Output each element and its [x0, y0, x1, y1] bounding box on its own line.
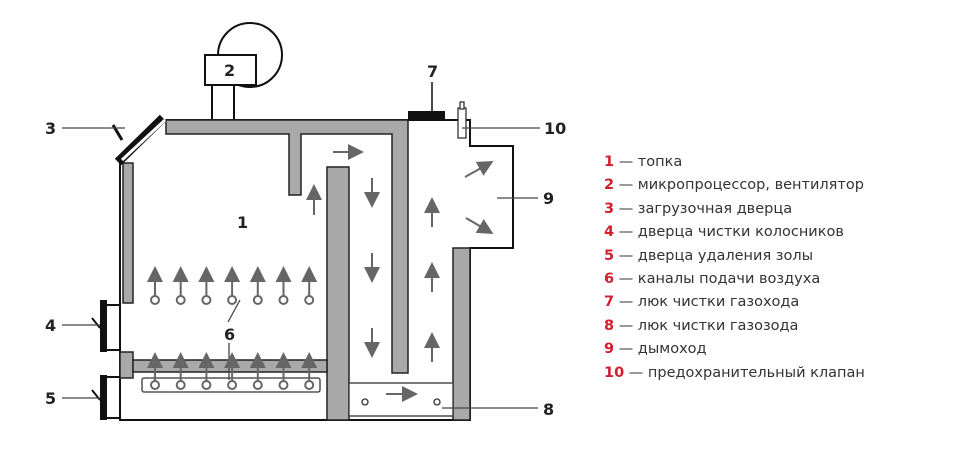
- legend-number: 5: [604, 247, 615, 264]
- legend-number: 9: [604, 341, 615, 358]
- air-hole: [278, 295, 289, 305]
- ash-door: [100, 375, 107, 420]
- air-hole: [304, 295, 315, 305]
- legend-number: 1: [604, 154, 615, 170]
- legend-text: — дверца удаления золы: [614, 247, 814, 264]
- legend-number: 8: [604, 317, 615, 334]
- legend-item: 3 — загрузочная дверца: [604, 198, 865, 221]
- label-7: 7: [427, 62, 438, 81]
- label-4: 4: [45, 316, 56, 335]
- air-hole: [175, 380, 186, 390]
- legend-item: 2 — микропроцессор, вентилятор: [604, 174, 865, 197]
- legend-item: 6 — каналы подачи воздуха: [604, 268, 865, 291]
- legend-item: 5 — дверца удаления золы: [604, 245, 865, 268]
- legend-item: 9 — дымоход: [604, 338, 865, 361]
- legend-number: 10: [604, 364, 625, 381]
- label-9: 9: [543, 189, 554, 208]
- legend-text: — дверца чистки колосников: [614, 224, 844, 241]
- label-8: 8: [543, 400, 554, 419]
- air-hole: [227, 380, 238, 390]
- legend-text: — каналы подачи воздуха: [614, 270, 821, 287]
- legend-number: 2: [604, 177, 615, 194]
- legend-text: — люк чистки газозода: [614, 317, 799, 334]
- air-hole: [252, 380, 263, 390]
- flue-hatch-7: [408, 111, 445, 119]
- legend-number: 7: [604, 294, 615, 311]
- legend-text: — загрузочная дверца: [614, 200, 793, 217]
- label-2: 2: [224, 61, 235, 80]
- legend-number: 3: [604, 200, 615, 217]
- grate-door: [100, 300, 107, 352]
- part-labels: 1 2 3 4 5 6 7 8 9 10: [45, 61, 566, 419]
- legend-item: 1 — топка: [604, 151, 865, 174]
- air-hole: [175, 295, 186, 305]
- legend-item: 10 — предохранительный клапан: [604, 362, 865, 385]
- airflow-arrows: [147, 144, 494, 402]
- legend-text: — предохранительный клапан: [624, 364, 865, 381]
- air-channel: [141, 377, 321, 393]
- air-hole: [150, 295, 160, 305]
- legend-item: 4 — дверца чистки колосников: [604, 221, 865, 244]
- air-hole: [278, 380, 289, 390]
- leader-lines: [62, 127, 540, 409]
- flow-arrow: [465, 217, 494, 235]
- air-hole: [201, 295, 212, 305]
- walls: [119, 119, 471, 421]
- label-1: 1: [237, 213, 248, 232]
- parts: [141, 101, 467, 417]
- loading-door: [114, 114, 167, 166]
- air-hole: [304, 380, 315, 390]
- legend-text: — люк чистки газохода: [614, 294, 800, 311]
- flow-arrow: [464, 161, 494, 178]
- legend-item: 8 — люк чистки газозода: [604, 315, 865, 338]
- label-3: 3: [45, 119, 56, 138]
- legend-text: — микропроцессор, вентилятор: [614, 177, 864, 194]
- label-10: 10: [544, 119, 566, 138]
- air-hole: [252, 295, 263, 305]
- safety-valve: [457, 107, 467, 139]
- air-hole: [201, 380, 212, 390]
- legend-item: 7 — люк чистки газохода: [604, 291, 865, 314]
- label-5: 5: [45, 389, 56, 408]
- legend-number: 6: [604, 270, 615, 287]
- air-hole: [227, 295, 238, 305]
- air-hole: [150, 380, 160, 390]
- label-6: 6: [224, 325, 235, 344]
- legend-text: — дымоход: [614, 341, 707, 358]
- legend-text: — топка: [614, 154, 683, 170]
- legend-number: 4: [604, 224, 615, 241]
